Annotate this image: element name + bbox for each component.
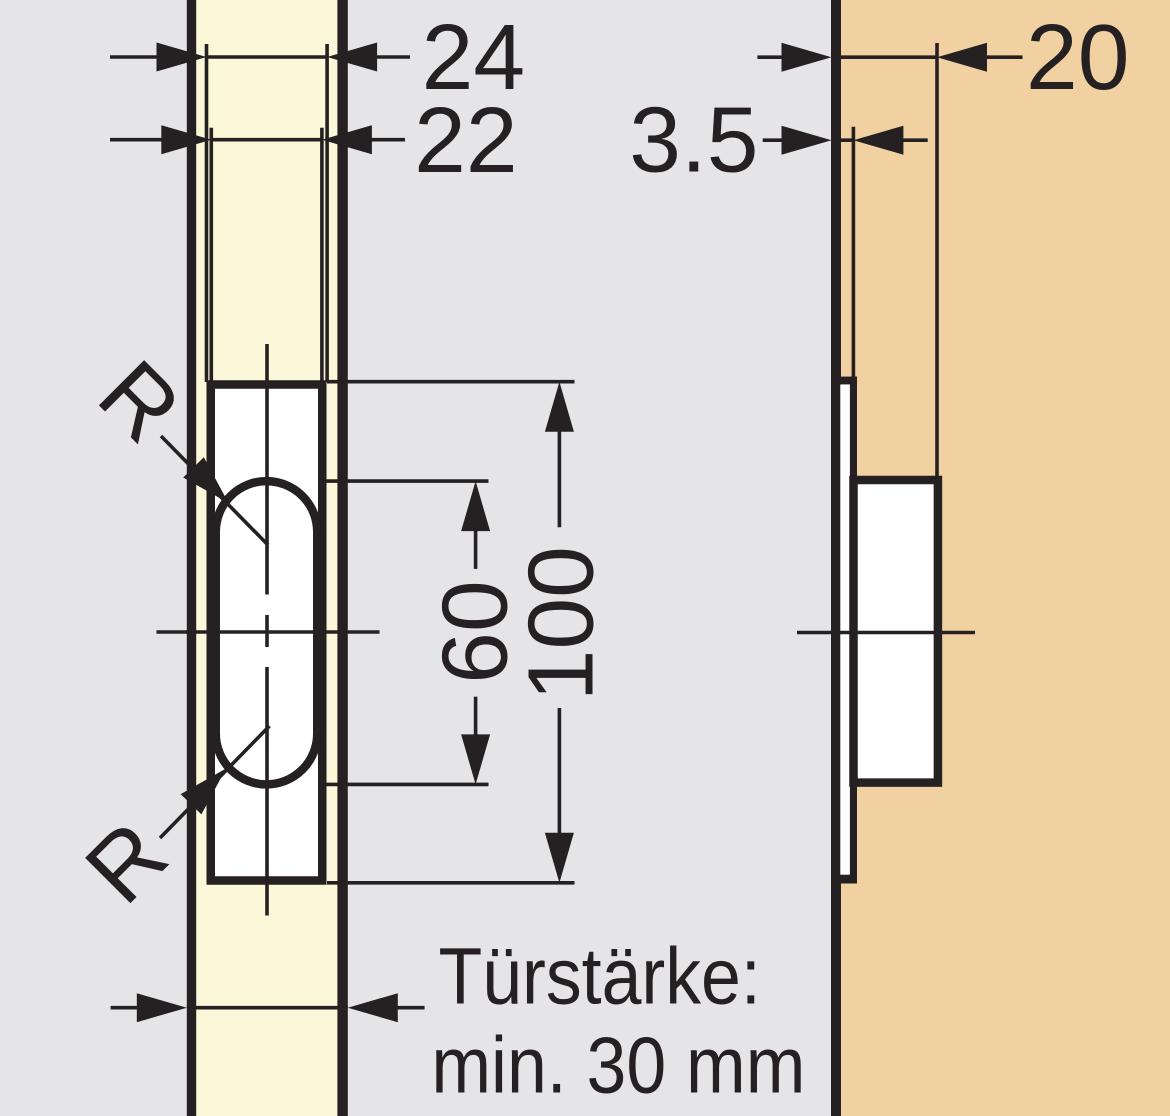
svg-text:Türstärke:: Türstärke: (439, 932, 761, 1022)
svg-text:min. 30 mm: min. 30 mm (431, 1021, 805, 1111)
svg-text:60: 60 (422, 580, 526, 683)
svg-text:100: 100 (509, 546, 613, 701)
svg-text:20: 20 (1026, 5, 1129, 109)
svg-text:3.5: 3.5 (629, 87, 758, 191)
svg-text:24: 24 (422, 5, 525, 109)
svg-text:22: 22 (414, 88, 517, 192)
